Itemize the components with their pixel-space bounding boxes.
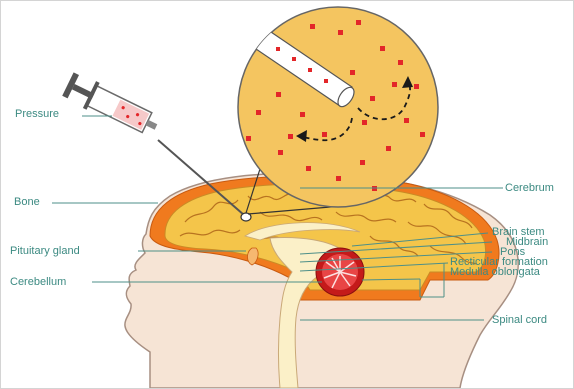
label-cerebellum: Cerebellum (10, 276, 66, 288)
label-pressure: Pressure (15, 108, 59, 120)
label-bone: Bone (14, 196, 40, 208)
label-medulla-oblongata: Medulla oblongata (450, 266, 540, 278)
cerebellum-shape (316, 248, 364, 296)
label-cerebrum: Cerebrum (505, 182, 554, 194)
syringe-icon (61, 71, 162, 141)
magnifier-circle (238, 7, 438, 207)
label-spinal-cord: Spinal cord (492, 314, 547, 326)
label-pituitary-gland: Pituitary gland (10, 245, 80, 257)
